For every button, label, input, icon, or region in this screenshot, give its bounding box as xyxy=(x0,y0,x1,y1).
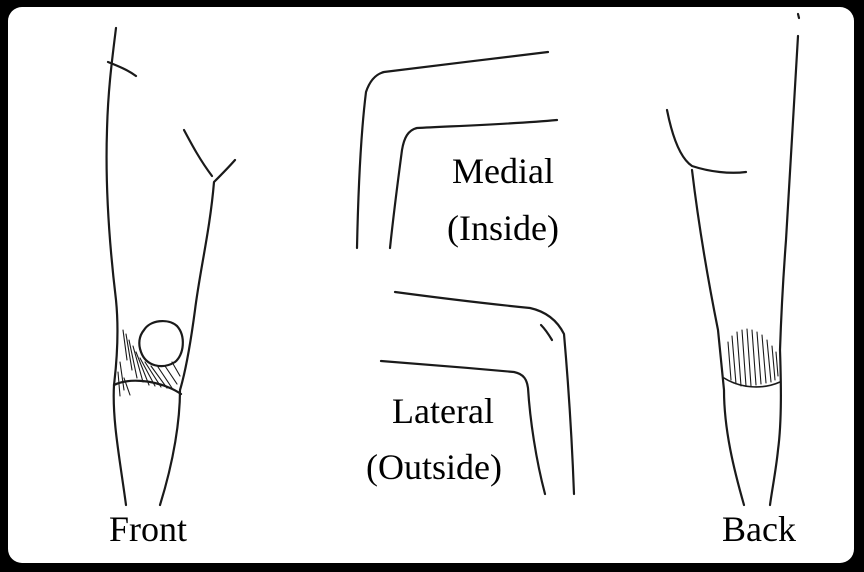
lateral-label: Lateral xyxy=(363,391,523,431)
back-pain-hatching xyxy=(724,329,780,387)
front-label: Front xyxy=(88,509,208,549)
front-leg-drawing xyxy=(107,28,235,505)
back-leg-drawing xyxy=(667,14,799,505)
back-label: Back xyxy=(704,509,814,549)
inside-label: (Inside) xyxy=(433,208,573,248)
outside-label: (Outside) xyxy=(344,447,524,487)
medial-label: Medial xyxy=(433,151,573,191)
diagram-panel: Medial (Inside) Lateral (Outside) Front … xyxy=(8,7,854,563)
